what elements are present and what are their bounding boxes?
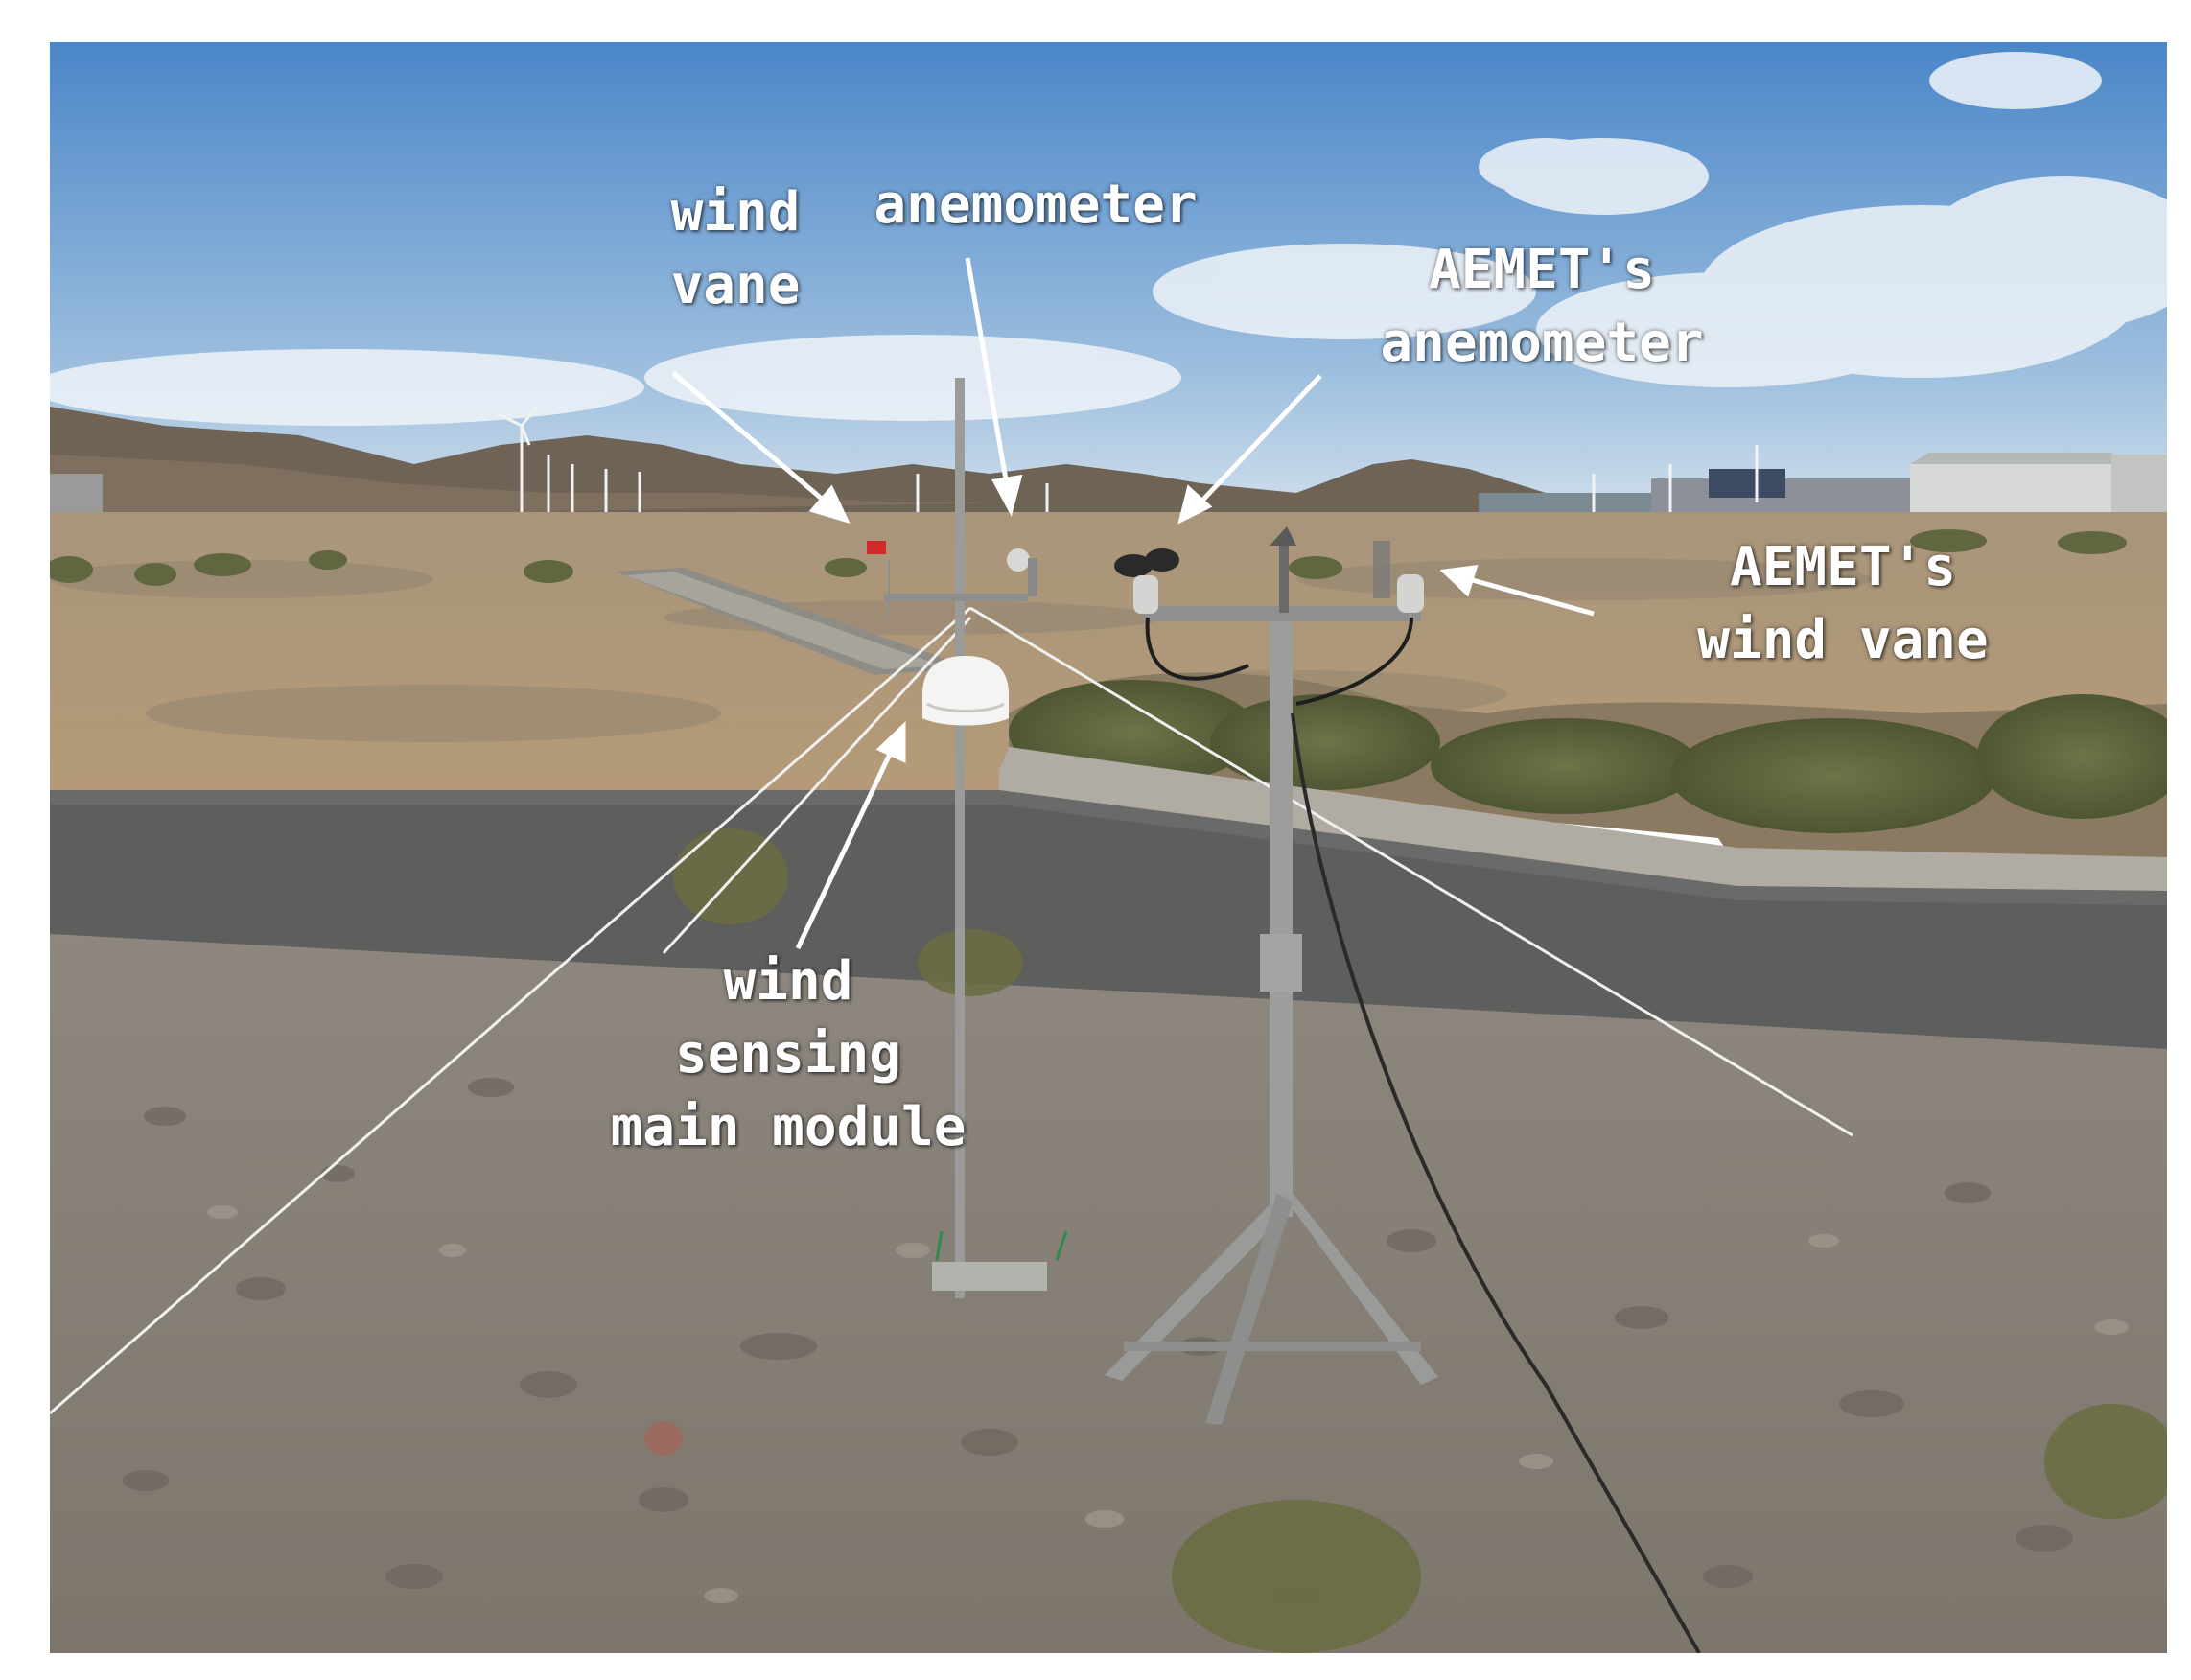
field-station-photo	[50, 42, 2167, 1653]
annotated-photo: wind vane anemometer AEMET's anemometer …	[50, 42, 2167, 1653]
distant-buildings	[50, 453, 2167, 517]
near-ground	[50, 934, 2167, 1653]
label-wind-vane: wind vane	[670, 181, 801, 316]
main-module-enclosure	[922, 656, 1009, 726]
label-wind-sensing-main-module: wind sensing main module	[610, 950, 967, 1158]
curb	[999, 747, 2167, 891]
arrow-anemometer	[965, 257, 1010, 486]
aemet-mast	[1105, 526, 1701, 1653]
road	[50, 790, 2167, 1059]
arrow-wind-vane	[671, 371, 830, 506]
guy-wires	[50, 606, 1853, 1415]
label-aemet-anemometer: AEMET's anemometer	[1380, 239, 1704, 374]
red-stone	[644, 1421, 683, 1456]
main-mast	[884, 378, 1068, 1298]
wind-turbines	[498, 406, 1759, 522]
label-aemet-wind-vane: AEMET's wind vane	[1697, 536, 1989, 671]
arrow-main-module	[795, 748, 895, 950]
arrow-aemet-wind-vane	[1468, 576, 1595, 617]
arrow-aemet-anemometer	[1199, 374, 1322, 504]
clouds	[50, 52, 2167, 426]
annotation-arrows	[671, 257, 1595, 950]
stones	[123, 1078, 2073, 1607]
far-shrubs	[50, 529, 2127, 586]
label-anemometer: anemometer	[874, 174, 1198, 236]
